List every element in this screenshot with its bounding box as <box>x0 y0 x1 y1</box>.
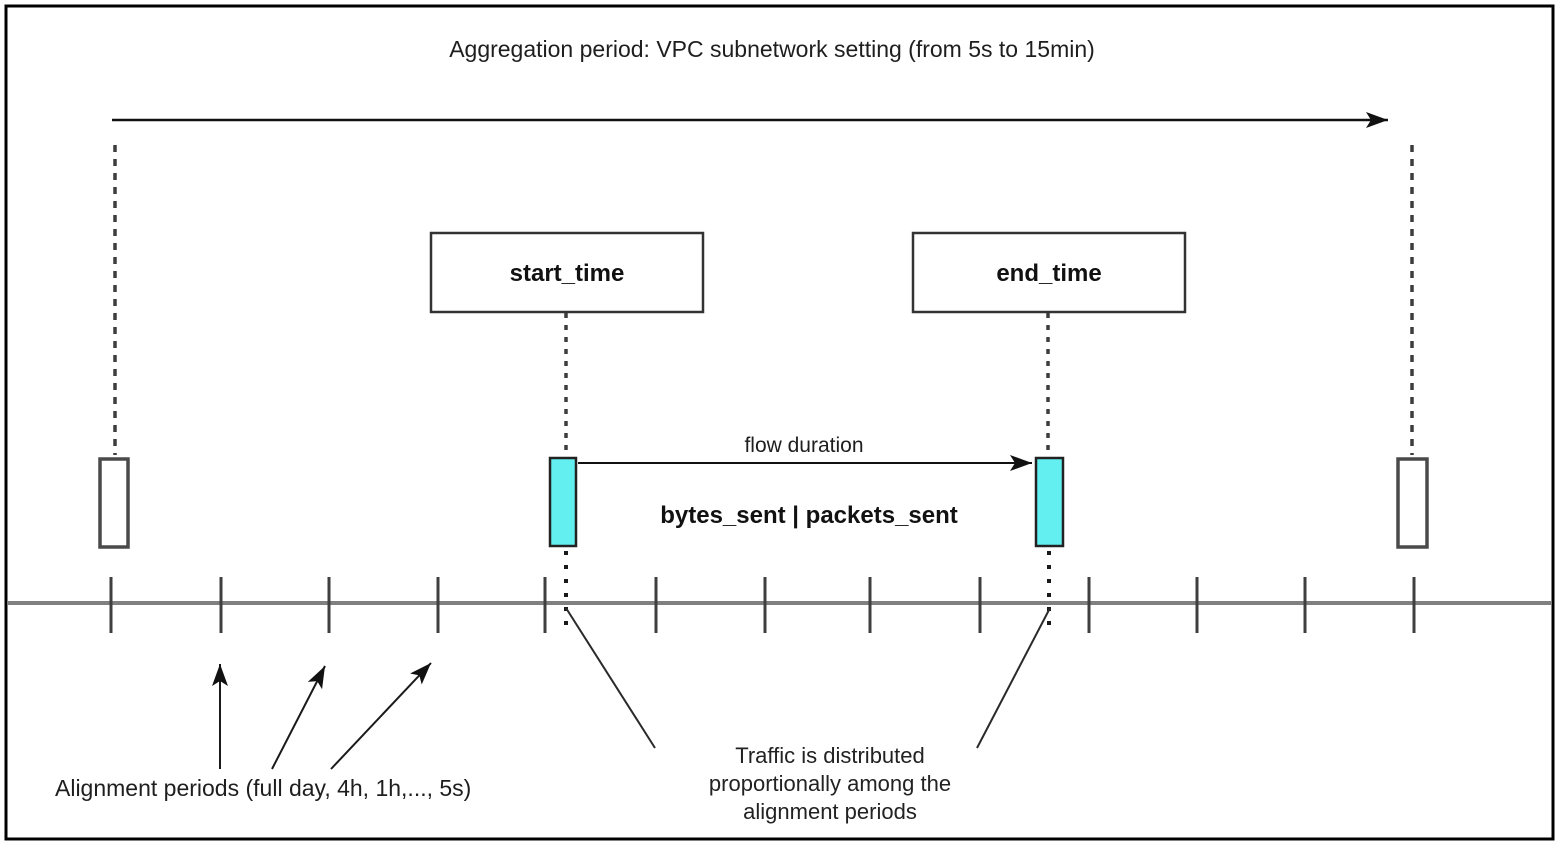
traffic-leader-right <box>976 607 1051 749</box>
alignment-arrow-2 <box>271 665 326 770</box>
start-time-box <box>429 231 705 314</box>
left-edge-marker <box>98 457 130 549</box>
end-flow-marker <box>1034 456 1065 548</box>
diagram-title: Aggregation period: VPC subnetwork setti… <box>449 36 1095 62</box>
timeline-ticks <box>109 577 1416 633</box>
diagram-border <box>4 4 1555 841</box>
start-flow-marker <box>548 456 578 548</box>
flow-duration-label: flow duration <box>744 434 863 457</box>
traffic-note-line-1: Traffic is distributed <box>735 743 925 768</box>
alignment-periods-label: Alignment periods (full day, 4h, 1h,...,… <box>55 775 471 801</box>
traffic-note-line-3: alignment periods <box>743 799 917 824</box>
end-time-label: end_time <box>996 260 1101 287</box>
traffic-leader-left <box>565 607 656 749</box>
start-time-label: start_time <box>510 260 625 287</box>
right-edge-marker <box>1396 457 1429 549</box>
alignment-arrow-3 <box>330 662 432 770</box>
end-time-box <box>911 231 1187 314</box>
flow-metrics-label: bytes_sent | packets_sent <box>660 502 958 529</box>
traffic-note-line-2: proportionally among the <box>709 771 951 796</box>
